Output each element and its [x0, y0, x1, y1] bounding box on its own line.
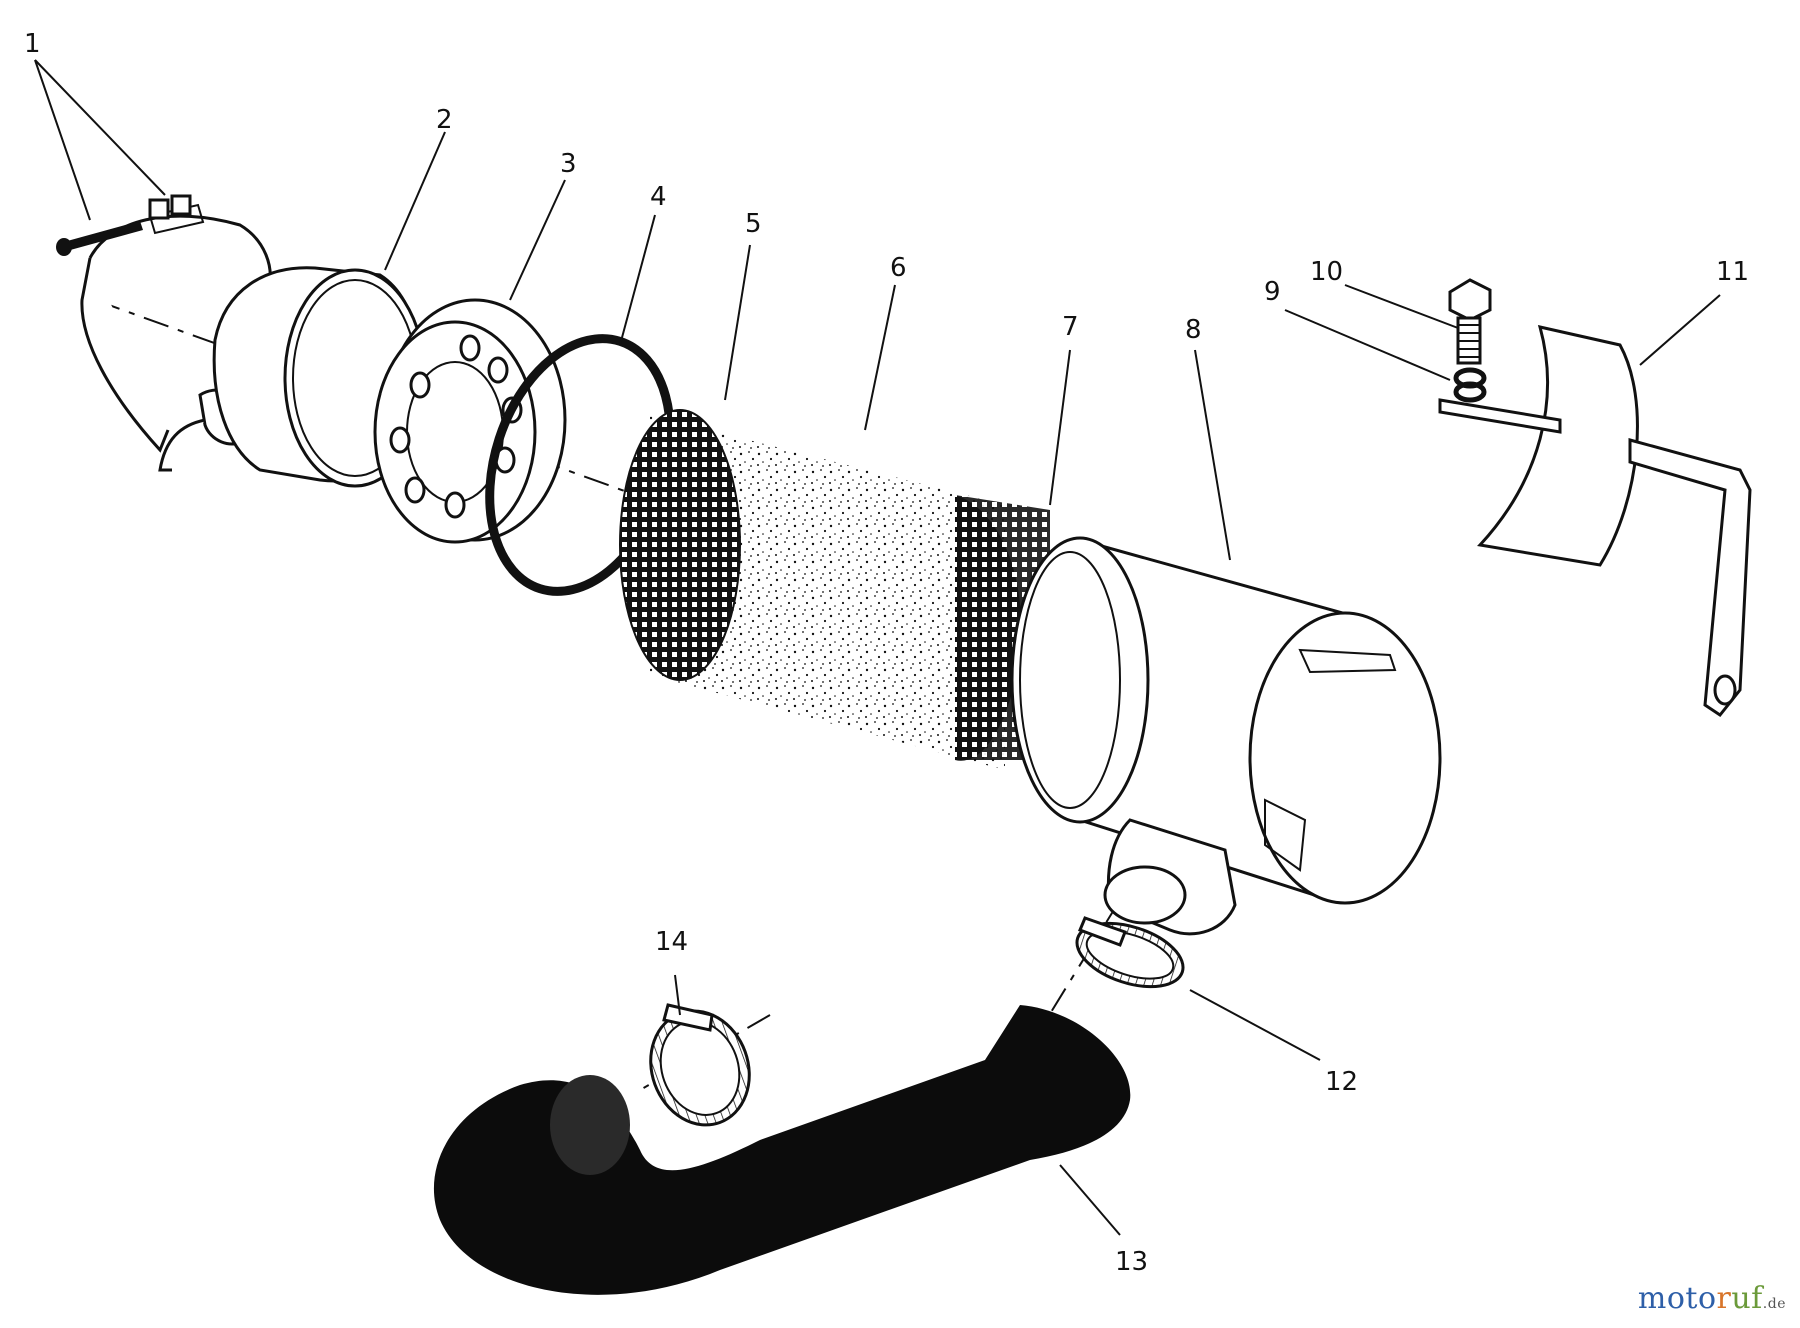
part-14-hose-clamp	[649, 1003, 751, 1127]
leader-lines	[34, 59, 1721, 1236]
part-5-6-7-filter-element	[619, 409, 1050, 770]
watermark-part-d: .de	[1762, 1296, 1786, 1312]
part-11-mounting-bracket	[1438, 324, 1752, 718]
hose-axis	[1039, 899, 1121, 1031]
watermark-part-c: uf	[1731, 1281, 1763, 1316]
callout-5: 5	[745, 209, 762, 239]
callout-3: 3	[560, 149, 577, 179]
part-8-air-cleaner-body	[1010, 536, 1442, 936]
part-3-precleaner-plate	[373, 298, 567, 544]
callout-2: 2	[436, 105, 453, 135]
callout-12: 12	[1325, 1067, 1358, 1097]
watermark-part-a: moto	[1637, 1281, 1717, 1316]
callout-4: 4	[650, 182, 667, 212]
part-12-hose-clamp	[1075, 916, 1185, 989]
part-13-elbow-hose	[433, 1005, 1131, 1295]
callout-11: 11	[1716, 257, 1749, 287]
watermark-part-b: r	[1716, 1281, 1732, 1316]
motoruf-watermark-logo: motoruf.de	[1638, 1281, 1786, 1316]
callout-1: 1	[24, 29, 41, 59]
callout-10: 10	[1310, 257, 1343, 287]
callout-9: 9	[1264, 277, 1281, 307]
callout-8: 8	[1185, 315, 1202, 345]
part-9-10-bolt-and-washers	[1448, 278, 1492, 403]
callout-13: 13	[1115, 1247, 1148, 1277]
callout-7: 7	[1062, 312, 1079, 342]
callout-6: 6	[890, 253, 907, 283]
callout-14: 14	[655, 927, 688, 957]
